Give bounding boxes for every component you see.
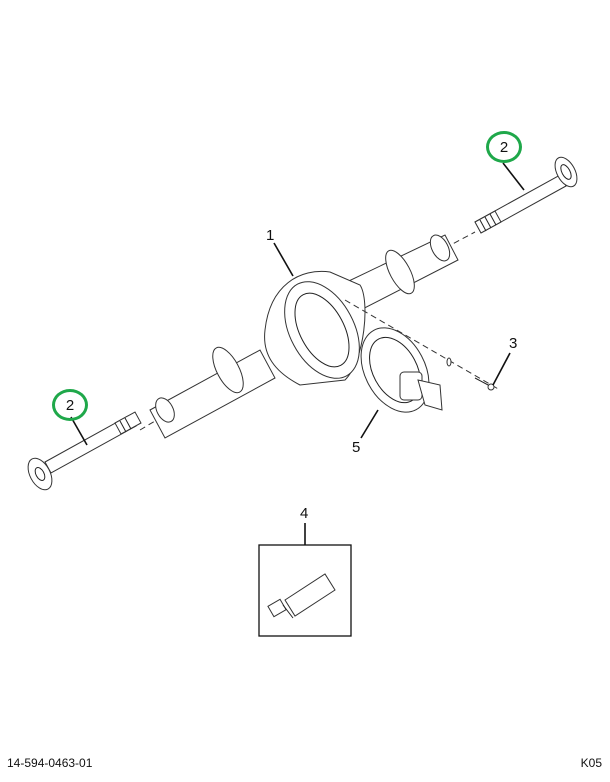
sealant-box <box>258 523 352 637</box>
bolt <box>446 352 511 391</box>
callout-3: 3 <box>509 335 518 352</box>
callout-2-left-label: 2 <box>65 396 75 414</box>
callout-2-left-highlighted[interactable]: 2 <box>52 389 88 421</box>
callout-1: 1 <box>266 227 275 244</box>
callout-2-right-label: 2 <box>499 138 509 156</box>
left-axle-shaft <box>27 411 166 491</box>
callout-2-right-highlighted[interactable]: 2 <box>486 131 522 163</box>
sheet-code: K05 <box>580 756 602 770</box>
callout-5: 5 <box>352 439 361 456</box>
callout-4: 4 <box>300 505 309 522</box>
drawing-number: 14-594-0463-01 <box>7 756 93 770</box>
axle-housing <box>149 234 501 439</box>
right-axle-shaft <box>444 156 578 249</box>
differential-carrier <box>360 327 443 439</box>
